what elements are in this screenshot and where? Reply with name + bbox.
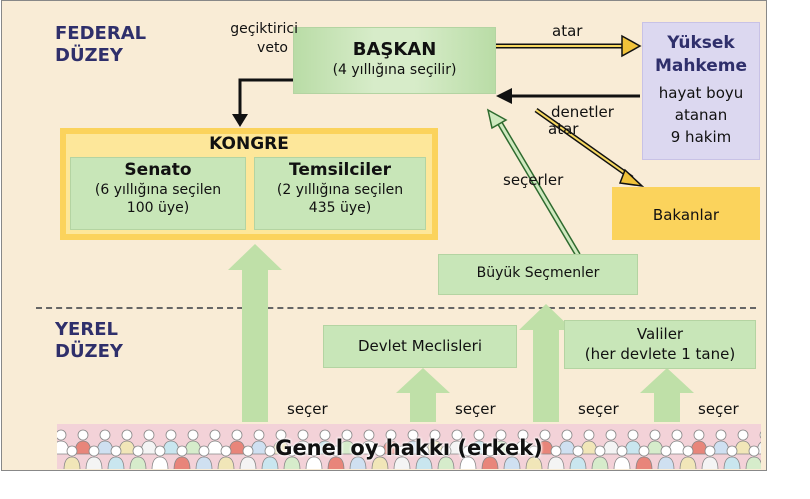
supreme-court-box [642, 22, 760, 160]
congress-elect-label: seçer [287, 400, 328, 418]
crowd-illustration [57, 429, 761, 469]
senate-box [70, 157, 246, 230]
ministers-label: Bakanlar [652, 206, 720, 224]
electors-label: Büyük Seçmenler [476, 265, 600, 281]
house-line1: (2 yıllığına seçilen [276, 182, 404, 198]
state-legislature-elect-arrow [396, 368, 450, 422]
governors-box [564, 320, 756, 369]
level-divider [36, 307, 756, 309]
federal-level-label-line1: FEDERAL [55, 23, 147, 44]
supreme-court-title-2: Mahkeme [654, 56, 748, 76]
president-subtitle: (4 yıllığına seçilir) [332, 62, 457, 78]
senate-line1: (6 yıllığına seçilen [94, 182, 222, 198]
electorate-band [57, 424, 761, 469]
senate-line2: 100 üye) [126, 200, 190, 216]
appoints-court-arrow [496, 34, 642, 58]
electors-up-elect-label: seçer [578, 400, 619, 418]
president-box [293, 27, 496, 94]
state-legislature-elect-label: seçer [455, 400, 496, 418]
local-level-label-line1: YEREL [55, 319, 118, 340]
veto-label-line2: veto [257, 40, 288, 56]
governors-elect-label: seçer [698, 400, 739, 418]
congress-title: KONGRE [209, 134, 289, 154]
electors-elect-label: seçerler [503, 171, 564, 189]
veto-label-line1: geçiktirici [230, 21, 298, 37]
house-line2: 435 üye) [308, 200, 372, 216]
ministers-box [612, 187, 760, 240]
president-title: BAŞKAN [352, 39, 437, 60]
veto-arrow [238, 78, 293, 118]
governors-line1: Valiler [636, 325, 684, 343]
governors-elect-arrow [640, 368, 694, 422]
governors-line2: (her devlete 1 tane) [584, 345, 736, 363]
supreme-court-desc-3: 9 hakim [670, 128, 732, 146]
house-box [254, 157, 426, 230]
supreme-court-title-1: Yüksek [667, 33, 735, 53]
state-legislatures-label: Devlet Meclisleri [358, 337, 482, 355]
checks-label: denetler [551, 103, 614, 121]
checks-arrow [496, 88, 640, 104]
electors-box [438, 254, 638, 295]
house-title: Temsilciler [289, 160, 391, 180]
congress-elect-arrow [228, 244, 282, 422]
federal-level-label-line2: DÜZEY [55, 45, 123, 66]
electorate-label: Genel oy hakkı (erkek) [275, 436, 543, 460]
appoints-court-label: atar [552, 22, 583, 40]
electors-elect-up-arrow [519, 304, 573, 422]
electors-elect-arrow [486, 108, 581, 257]
supreme-court-desc-2: atanan [674, 106, 728, 124]
local-level-label-line2: DÜZEY [55, 341, 123, 362]
supreme-court-desc-1: hayat boyu [658, 84, 744, 102]
state-legislatures-box [323, 325, 517, 368]
appoints-ministers-arrow [534, 107, 645, 188]
veto-arrowhead [232, 114, 248, 127]
appoints-ministers-label: atar [548, 120, 579, 138]
senate-title: Senato [124, 160, 192, 180]
